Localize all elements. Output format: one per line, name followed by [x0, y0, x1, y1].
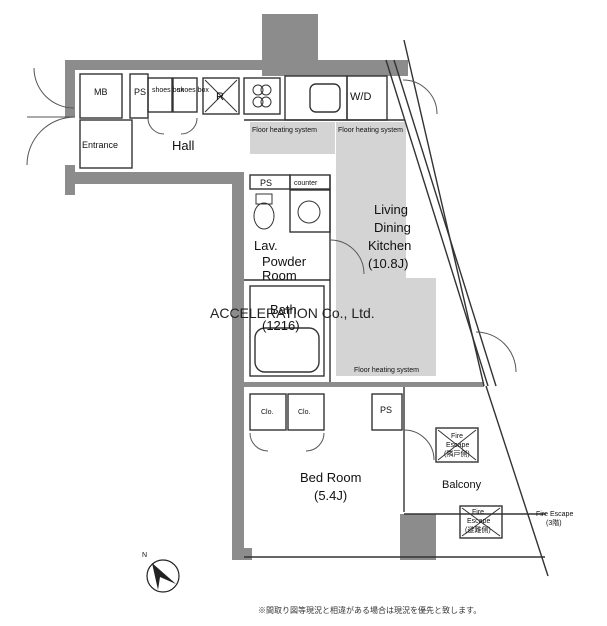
door-swings — [26, 67, 517, 461]
north-label: N — [142, 552, 147, 559]
bedroom-size: (5.4J) — [314, 488, 347, 503]
lav-label-2: Powder — [262, 254, 307, 269]
fire-escape-ext-l1: Fire Escape — [536, 511, 573, 518]
fire-escape-2-l2: Escape — [467, 518, 490, 525]
hall-label: Hall — [172, 138, 195, 153]
fire-escape-1-l2: Escape — [446, 442, 469, 449]
floor-heating-label-1: Floor heating system — [252, 127, 317, 134]
fire-escape-ext-l2: (3階) — [546, 518, 562, 527]
fire-escape-2-l3: (避難側) — [465, 525, 491, 534]
entrance-label: Entrance — [82, 140, 118, 150]
fire-escape-2-l1: Fire — [472, 509, 484, 516]
watermark: ACCELERATION Co., Ltd. — [210, 305, 375, 321]
fixtures — [204, 79, 501, 537]
partitions — [79, 39, 549, 577]
bath-label: Bath — [270, 302, 297, 317]
floor-heating-label-3: Floor heating system — [354, 367, 419, 374]
ps-label-top: PS — [134, 87, 146, 97]
ldk-label-3: Kitchen — [368, 238, 411, 253]
lav-label-1: Lav. — [254, 238, 278, 253]
walls — [65, 14, 484, 560]
mb-label: MB — [94, 87, 108, 97]
fire-escape-1-l1: Fire — [451, 433, 463, 440]
closet-label-1: Clo. — [261, 409, 274, 416]
footnote: ※間取り図等現況と相違がある場合は現況を優先と致します。 — [258, 605, 481, 615]
bedroom-label: Bed Room — [300, 470, 361, 485]
lav-label-3: Room — [262, 268, 297, 283]
refrigerator-label: R — [216, 91, 224, 103]
floor-heating-areas — [250, 122, 436, 376]
ps-label-mid: PS — [260, 178, 272, 188]
counter-label: counter — [294, 180, 318, 187]
washer-dryer-label: W/D — [350, 91, 371, 103]
shoes-box-label-2: shoes box — [177, 87, 209, 94]
closet-label-2: Clo. — [298, 409, 311, 416]
room-labels: MB PS shoes box shoes box R W/D Entrance… — [82, 87, 573, 534]
balcony-label: Balcony — [442, 479, 482, 491]
ldk-label-1: Living — [374, 202, 408, 217]
ldk-label-2: Dining — [374, 220, 411, 235]
fire-escape-1-l3: (隣戸側) — [444, 449, 470, 458]
ldk-size: (10.8J) — [368, 256, 408, 271]
shoes-box-label-1: shoes box — [152, 87, 184, 94]
floor-heating-label-2: Floor heating system — [338, 127, 403, 134]
ps-label-bed: PS — [380, 405, 392, 415]
north-arrow: N — [142, 552, 180, 593]
bath-size: (1216) — [262, 318, 300, 333]
